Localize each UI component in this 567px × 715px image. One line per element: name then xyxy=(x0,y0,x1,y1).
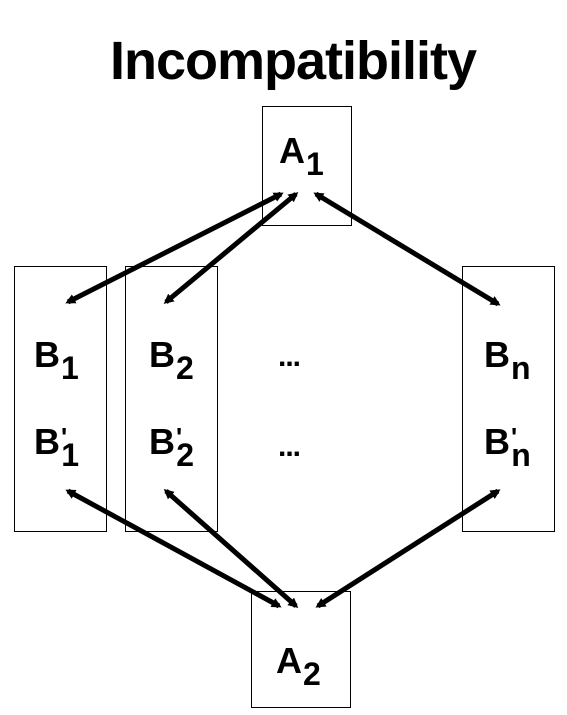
b1-subscript: 1 xyxy=(61,350,79,386)
b1-prime-label: B'1 xyxy=(34,421,79,472)
a2-box xyxy=(251,591,351,708)
bn-prime-subscript: n xyxy=(511,437,531,473)
b2-prime-base: B xyxy=(149,421,175,462)
bn-label: Bn xyxy=(484,334,531,385)
b1-base: B xyxy=(34,334,60,375)
bn-prime-base: B xyxy=(484,421,510,462)
bn-box xyxy=(462,266,555,532)
b1-prime-base: B xyxy=(34,421,60,462)
ellipsis-row-2: ... xyxy=(278,430,301,463)
arrow-a1-bn xyxy=(313,191,501,307)
arrow-a1-b2 xyxy=(163,192,299,304)
b2-base: B xyxy=(149,334,175,375)
arrow-a1-b1 xyxy=(65,191,284,305)
bn-prime-label: B'n xyxy=(484,421,531,472)
b1-prime-mark: ' xyxy=(61,422,68,452)
b2-prime-subscript: 2 xyxy=(176,437,194,473)
arrow-bn-a2 xyxy=(315,488,501,609)
arrow-b1-a2 xyxy=(65,488,282,609)
b1-prime-subscript: 1 xyxy=(61,437,79,473)
b2-prime-label: B'2 xyxy=(149,421,194,472)
a1-box xyxy=(262,106,352,226)
a1-base: A xyxy=(279,130,305,171)
ellipsis-row-1: ... xyxy=(278,340,301,373)
b2-label: B2 xyxy=(149,334,194,385)
a1-subscript: 1 xyxy=(306,146,324,182)
a2-subscript: 2 xyxy=(303,656,321,692)
arrow-b2-a2 xyxy=(163,489,299,608)
bn-prime-mark: ' xyxy=(511,422,518,452)
diagram-title: Incompatibility xyxy=(110,31,477,91)
bn-subscript: n xyxy=(511,350,531,386)
b2-prime-mark: ' xyxy=(176,422,183,452)
b2-subscript: 2 xyxy=(176,350,194,386)
b1-label: B1 xyxy=(34,334,79,385)
a2-label: A2 xyxy=(276,640,321,691)
bn-base: B xyxy=(484,334,510,375)
a1-label: A1 xyxy=(279,130,324,181)
a2-base: A xyxy=(276,640,302,681)
b1-box xyxy=(14,266,107,532)
